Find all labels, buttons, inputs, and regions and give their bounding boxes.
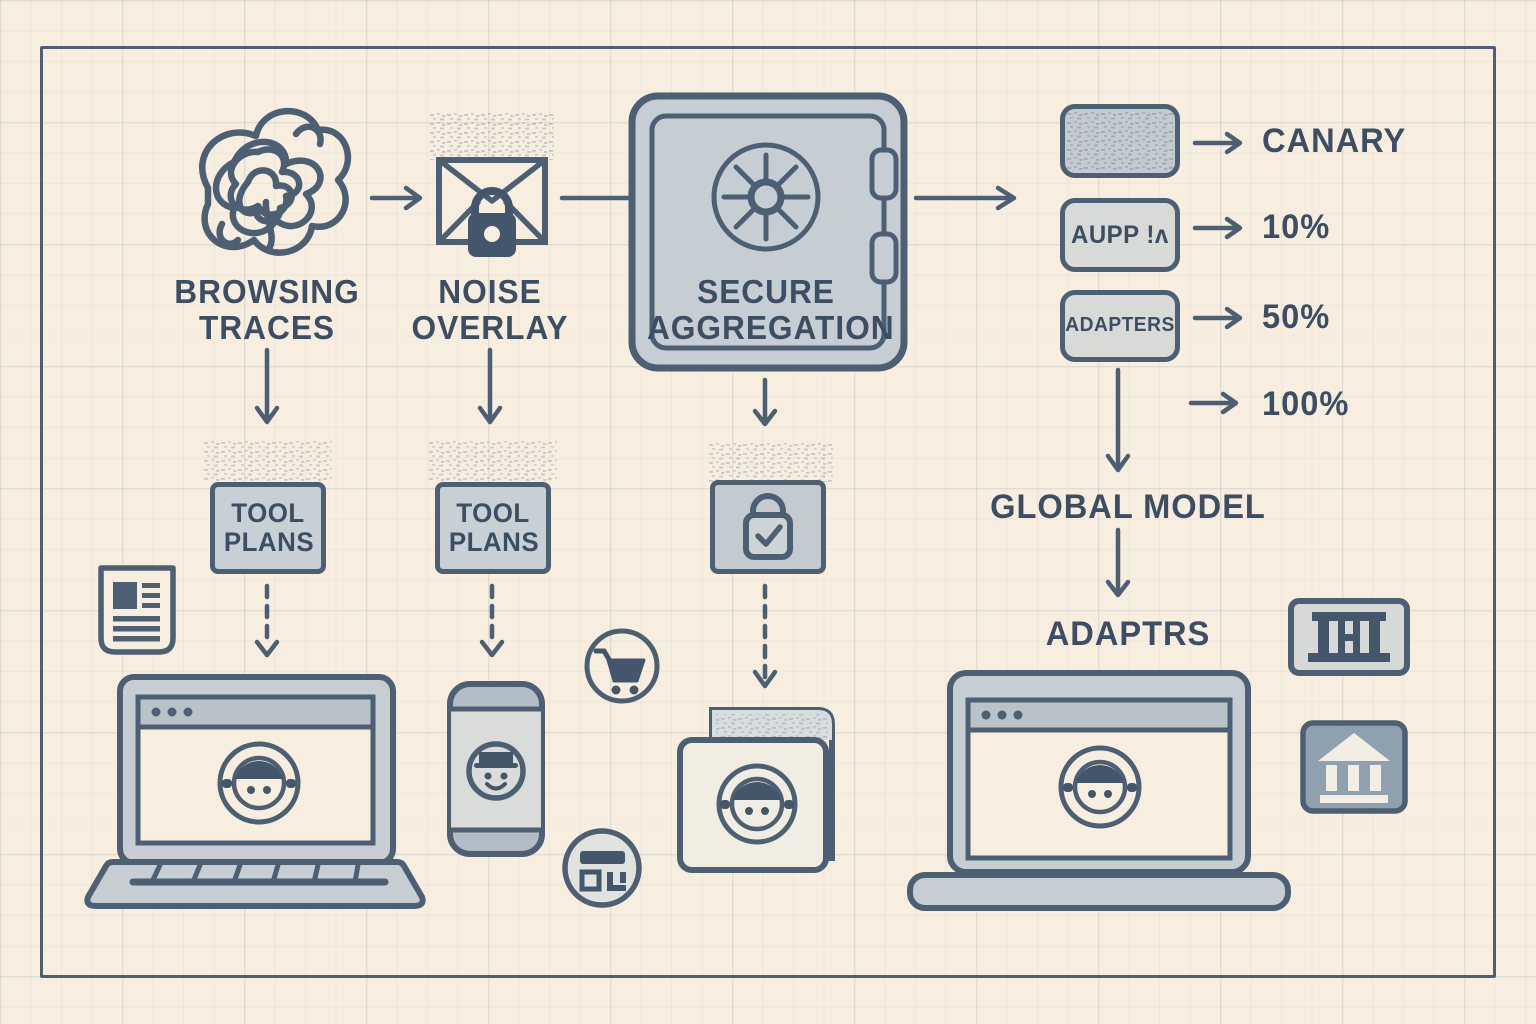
avatar-face-icon <box>217 741 301 825</box>
stage-arrow-icon <box>1192 216 1243 240</box>
noise-texture <box>430 112 554 160</box>
avatar-face-icon <box>466 741 526 801</box>
noise-texture <box>709 442 833 482</box>
stage-arrow-icon <box>1192 131 1243 155</box>
storefront-icon <box>562 828 642 908</box>
noise-texture <box>1067 111 1173 171</box>
bank-columns-icon <box>1288 598 1410 676</box>
tool-plans-label: TOOL PLANS <box>448 497 540 557</box>
stage-arrow-icon <box>1192 306 1243 330</box>
flow-line <box>559 195 633 201</box>
bank-building-icon <box>1300 720 1408 814</box>
down-arrow-icon <box>254 347 280 425</box>
global-model-label: GLOBAL MODEL <box>990 488 1266 526</box>
stage-label-10: 10% <box>1262 208 1331 246</box>
rollout-pill-adapters: ADAPTERS <box>1060 290 1180 362</box>
avatar-face-icon <box>1058 745 1142 829</box>
step-label-browsing-traces: BROWSING TRACES <box>174 273 360 346</box>
flow-arrow-right-icon <box>369 185 423 211</box>
envelope-lock-icon <box>436 157 548 257</box>
vault-dial-icon <box>711 142 821 252</box>
tool-plans-box-2: TOOL PLANS <box>435 482 551 574</box>
dashed-down-arrow-icon <box>254 583 280 658</box>
dashed-down-arrow-icon <box>752 583 778 689</box>
stage-arrow-icon <box>1188 391 1239 415</box>
rollout-pill-canary <box>1060 104 1180 178</box>
stage-label-canary: CANARY <box>1262 122 1407 160</box>
laptop-icon <box>907 670 1291 911</box>
step-label-noise-overlay: NOISE OVERLAY <box>411 273 569 346</box>
stage-label-50: 50% <box>1262 298 1331 336</box>
down-arrow-icon <box>752 377 778 427</box>
noise-texture <box>429 440 557 482</box>
rollout-pill-10: AUPP !ʌ <box>1060 198 1180 272</box>
flow-arrow-right-icon <box>913 185 1017 211</box>
tool-plans-label: TOOL PLANS <box>223 497 315 557</box>
adapters-label: ADAPTRS <box>1045 615 1211 653</box>
noise-texture <box>204 440 332 482</box>
down-arrow-icon <box>1105 367 1131 473</box>
stage-label-100: 100% <box>1262 385 1350 423</box>
pill-label: AUPP !ʌ <box>1071 220 1169 249</box>
dashed-down-arrow-icon <box>479 583 505 658</box>
document-icon <box>98 565 176 655</box>
step-label-secure-aggregation: SECURE AGGREGATION <box>646 273 895 346</box>
folder-profile-icon <box>677 707 835 873</box>
down-arrow-icon <box>1105 527 1131 598</box>
avatar-face-icon <box>716 763 798 845</box>
lock-check-icon <box>743 493 793 560</box>
tangle-scribble-icon <box>199 107 352 256</box>
lock-check-box <box>710 480 826 574</box>
vault-icon <box>628 92 908 372</box>
tool-plans-box-1: TOOL PLANS <box>210 482 326 574</box>
phone-icon <box>447 681 545 857</box>
pill-label: ADAPTERS <box>1065 314 1175 337</box>
laptop-icon <box>84 674 426 909</box>
cart-icon <box>584 628 660 704</box>
down-arrow-icon <box>477 347 503 425</box>
